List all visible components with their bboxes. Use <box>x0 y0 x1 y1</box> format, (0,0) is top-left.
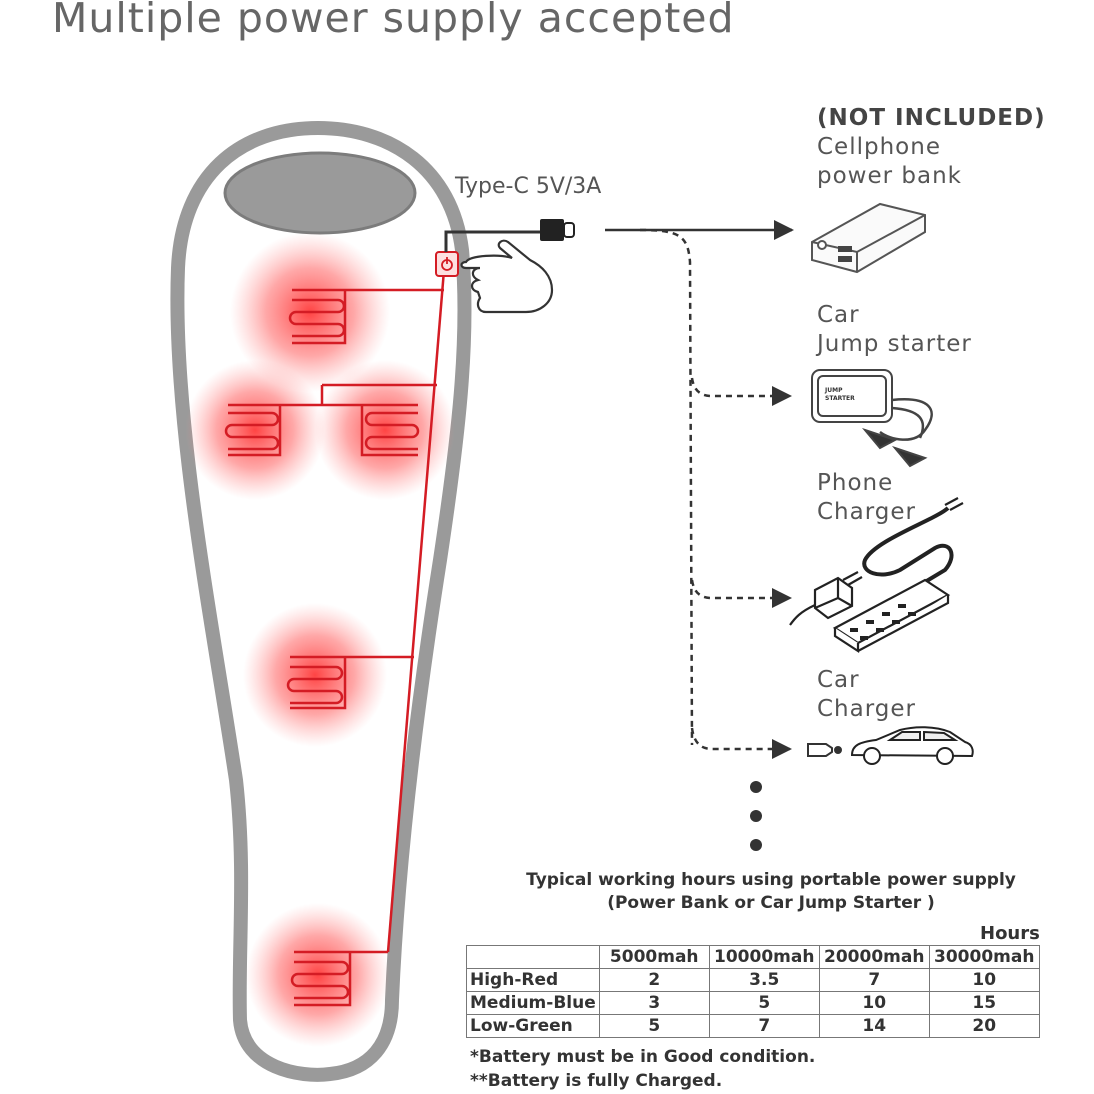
column-header: 5000mah <box>598 945 710 969</box>
hand-pointer-icon <box>460 239 554 314</box>
car-icon <box>850 726 974 765</box>
column-header: 30000mah <box>928 945 1040 969</box>
heat-zone-middle <box>243 603 387 747</box>
dashed-branch <box>639 228 694 746</box>
footnote-2: **Battery is fully Charged. <box>470 1071 723 1091</box>
table-cell: 3 <box>598 991 710 1015</box>
arrow-to-phone-charger <box>690 579 792 608</box>
device-label-power-bank-2: power bank <box>817 163 962 189</box>
table-row: Medium-Blue 3 5 10 15 <box>466 991 1040 1015</box>
table-cell: 5 <box>598 1014 710 1038</box>
car-charger-icon <box>807 743 842 757</box>
heat-zone-right <box>315 360 455 500</box>
device-label-power-bank-1: Cellphone <box>817 134 941 160</box>
heating-coil-middle <box>286 655 347 710</box>
arrow-to-car-charger <box>690 727 792 759</box>
power-bank-icon <box>811 202 926 274</box>
type-c-plug <box>540 219 564 241</box>
device-label-phone-charger-2: Charger <box>817 499 916 525</box>
device-label-jump-starter-1: Car <box>817 302 860 328</box>
usb-cable <box>444 230 540 252</box>
device-label-car-charger-2: Charger <box>817 696 916 722</box>
table-cell: 14 <box>818 1014 930 1038</box>
table-title-line-1: Typical working hours using portable pow… <box>526 870 1016 890</box>
table-row: High-Red 2 3.5 7 10 <box>466 968 1040 992</box>
heating-coil-right <box>360 403 420 457</box>
more-dot-3 <box>750 839 762 851</box>
not-included-label: (NOT INCLUDED) <box>817 105 1046 131</box>
device-label-jump-starter-2: Jump starter <box>817 331 972 357</box>
working-hours-table: 5000mah 10000mah 20000mah 30000mah High-… <box>466 945 1040 1038</box>
table-unit: Hours <box>980 923 1040 944</box>
table-cell: 20 <box>928 1014 1040 1038</box>
jump-starter-device-text-2: STARTER <box>825 395 855 402</box>
phone-charger-icon <box>789 497 964 654</box>
jump-starter-device-text-1: JUMP <box>825 387 843 394</box>
arrow-to-jump-starter <box>690 377 792 406</box>
row-label: Medium-Blue <box>466 991 600 1015</box>
table-header-row: 5000mah 10000mah 20000mah 30000mah <box>466 945 1040 969</box>
table-cell: 10 <box>818 991 930 1015</box>
more-dot-1 <box>750 781 762 793</box>
heating-coil-lower <box>290 950 352 1007</box>
table-cell: 10 <box>928 968 1040 992</box>
table-corner-cell <box>466 945 600 969</box>
device-label-car-charger-1: Car <box>817 667 860 693</box>
table-row: Low-Green 5 7 14 20 <box>466 1014 1040 1038</box>
heat-zone-left <box>185 360 325 500</box>
table-cell: 2 <box>598 968 710 992</box>
table-cell: 5 <box>708 991 820 1015</box>
device-label-phone-charger-1: Phone <box>817 470 894 496</box>
table-title-line-2: (Power Bank or Car Jump Starter ) <box>607 893 935 913</box>
hood-opening <box>223 151 417 235</box>
row-label: High-Red <box>466 968 600 992</box>
footnote-1: *Battery must be in Good condition. <box>470 1047 816 1067</box>
table-cell: 3.5 <box>708 968 820 992</box>
connector-label: Type-C 5V/3A <box>455 174 602 199</box>
heating-coil-left <box>224 403 282 457</box>
table-cell: 7 <box>818 968 930 992</box>
row-label: Low-Green <box>466 1014 600 1038</box>
table-cell: 7 <box>708 1014 820 1038</box>
heating-coil-upper <box>288 288 347 345</box>
heating-wires <box>280 269 446 954</box>
table-cell: 15 <box>928 991 1040 1015</box>
column-header: 10000mah <box>708 945 820 969</box>
more-dot-2 <box>750 810 762 822</box>
column-header: 20000mah <box>818 945 930 969</box>
page-title: Multiple power supply accepted <box>52 0 735 42</box>
jump-starter-icon <box>811 369 933 468</box>
